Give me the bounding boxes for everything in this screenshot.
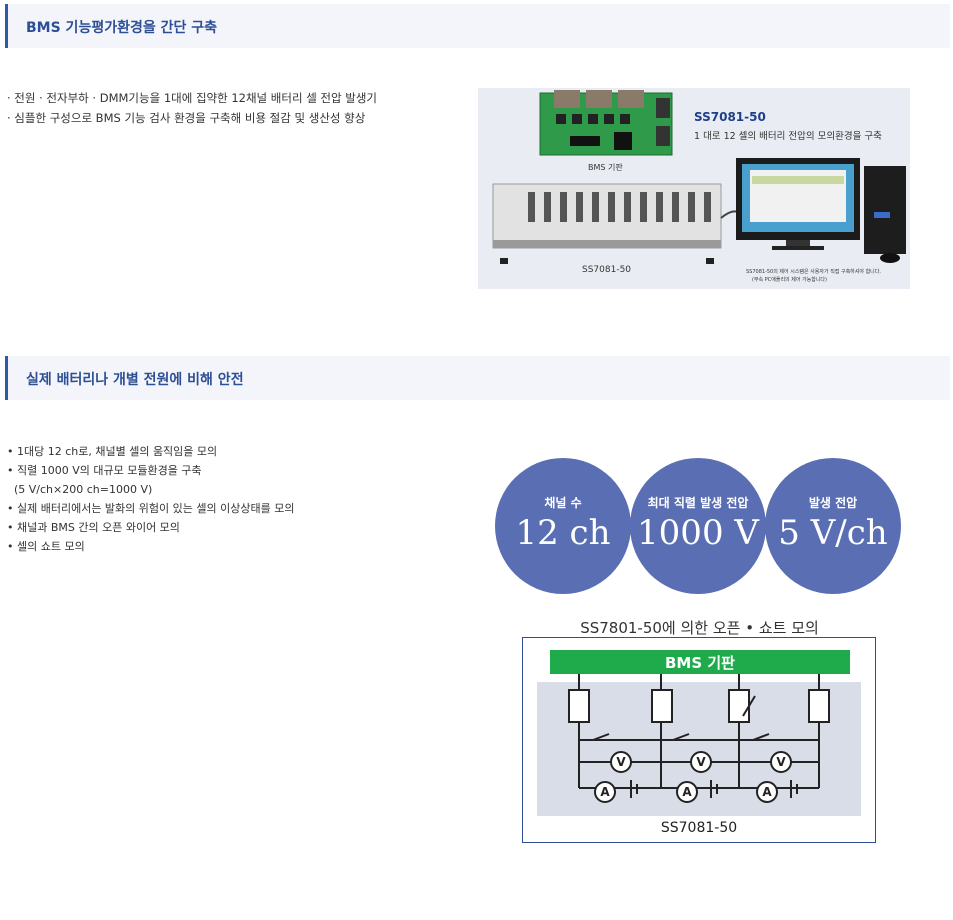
spec-title: 최대 직렬 발생 전압 bbox=[647, 496, 749, 510]
list-item: • 실제 배터리에서는 발화의 위험이 있는 셀의 이상상태를 모의 bbox=[7, 502, 295, 515]
list-item: • 셀의 쇼트 모의 bbox=[7, 540, 85, 553]
list-item: · 심플한 구성으로 BMS 기능 검사 환경을 구축해 비용 절감 및 생산성… bbox=[7, 110, 366, 125]
ammeter-symbol: A bbox=[682, 785, 692, 799]
section-title: BMS 기능평가환경을 간단 구축 bbox=[26, 20, 217, 36]
section-header-safety: 실제 배터리나 개별 전원에 비해 안전 bbox=[5, 356, 950, 400]
spec-circle-voltage-per-channel: 발생 전압 5 V/ch bbox=[765, 458, 901, 594]
board-label: BMS 기판 bbox=[588, 163, 623, 172]
list-item: (5 V/ch×200 ch=1000 V) bbox=[7, 483, 153, 496]
list-item: • 직렬 1000 V의 대규모 모듈환경을 구축 bbox=[7, 464, 202, 477]
diagram-title: SS7801-50에 의한 오픈 • 쇼트 모의 bbox=[580, 619, 819, 637]
product-setup-image: BMS 기판 SS7081-50 SS7081-50 1 대로 12 셀의 배터… bbox=[478, 88, 910, 289]
spec-value: 5 V/ch bbox=[778, 513, 888, 553]
model-name: SS7081-50 bbox=[694, 110, 766, 124]
bms-board-label: BMS 기판 bbox=[665, 654, 735, 672]
open-short-diagram: V V V A A A BMS 기판 SS7081-50 bbox=[522, 637, 876, 843]
voltmeter-symbol: V bbox=[696, 755, 706, 769]
feature-list: · 전원 · 전자부하 · DMM기능을 1대에 집약한 12채널 배터리 셀 … bbox=[7, 89, 377, 128]
note-line: SS7081-50의 제어 시스템은 사용자가 직접 구축하셔야 합니다. bbox=[746, 269, 881, 275]
spec-circle-channels: 채널 수 12 ch bbox=[495, 458, 631, 594]
spec-value: 1000 V bbox=[637, 513, 759, 553]
list-item: • 1대당 12 ch로, 채널별 셀의 움직임을 모의 bbox=[7, 445, 218, 458]
spec-title: 채널 수 bbox=[544, 496, 582, 510]
device-graphic bbox=[492, 183, 722, 249]
product-illustration bbox=[492, 90, 906, 264]
diagram-device-label: SS7081-50 bbox=[660, 820, 738, 836]
list-item: • 채널과 BMS 간의 오픈 와이어 모의 bbox=[7, 521, 180, 534]
spec-title: 발생 전압 bbox=[808, 496, 858, 510]
device-label: SS7081-50 bbox=[582, 265, 632, 275]
spec-circle-max-voltage: 최대 직렬 발생 전압 1000 V bbox=[630, 458, 766, 594]
note-line: (부속 PC애플리의 제어 가능합니다) bbox=[752, 277, 827, 283]
spec-value: 12 ch bbox=[515, 513, 611, 553]
bms-bar bbox=[550, 650, 850, 674]
setup-caption: 1 대로 12 셀의 배터리 전압의 모의환경을 구축 bbox=[694, 131, 882, 142]
circuit-diagram: V V V A A A bbox=[537, 650, 861, 816]
voltmeter-symbol: V bbox=[776, 755, 786, 769]
voltmeter-symbol: V bbox=[616, 755, 626, 769]
ammeter-symbol: A bbox=[600, 785, 610, 799]
pc-tower-graphic bbox=[864, 166, 906, 254]
section-title: 실제 배터리나 개별 전원에 비해 안전 bbox=[26, 372, 244, 388]
safety-feature-list: • 1대당 12 ch로, 채널별 셀의 움직임을 모의 • 직렬 1000 V… bbox=[7, 442, 294, 556]
list-item: · 전원 · 전자부하 · DMM기능을 1대에 집약한 12채널 배터리 셀 … bbox=[7, 91, 377, 105]
section-header-bms-environment: BMS 기능평가환경을 간단 구축 bbox=[5, 4, 950, 48]
ammeter-symbol: A bbox=[762, 785, 772, 799]
